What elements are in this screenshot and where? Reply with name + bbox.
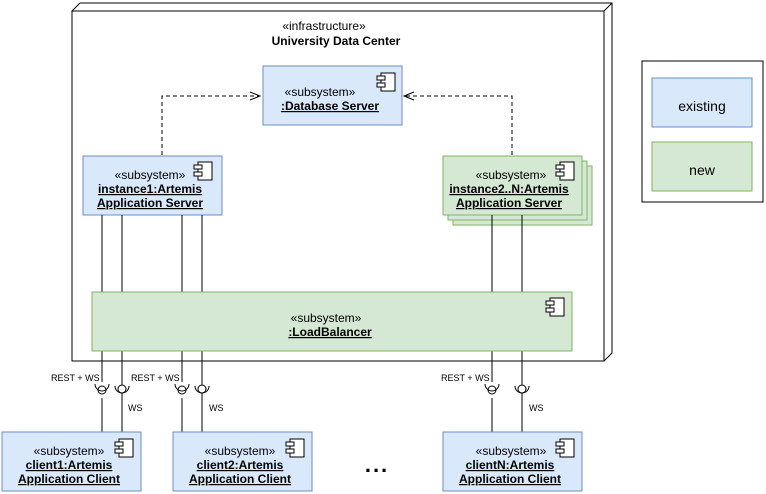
- clientN[interactable]: «subsystem» clientN:Artemis Application …: [442, 431, 583, 492]
- interface-symbols: [94, 383, 530, 395]
- instance2-server[interactable]: «subsystem» instance2..N:Artemis Applica…: [442, 155, 593, 226]
- client2-name-line2: Application Client: [189, 472, 291, 486]
- client2-name-line1: client2:Artemis: [197, 458, 284, 472]
- instance2-name-line1: instance2..N:Artemis: [449, 182, 569, 196]
- client2[interactable]: «subsystem» client2:Artemis Application …: [172, 431, 313, 492]
- instance1-server[interactable]: «subsystem» instance1:Artemis Applicatio…: [82, 155, 223, 216]
- client1-name-line1: client1:Artemis: [26, 458, 113, 472]
- client1-stereotype: «subsystem»: [34, 444, 105, 458]
- database-server[interactable]: «subsystem» :Database Server: [262, 65, 403, 126]
- legend-new-label: new: [689, 162, 716, 178]
- legend-existing-label: existing: [678, 98, 725, 114]
- loadbalancer-stereotype: «subsystem»: [291, 311, 362, 325]
- ws-label-client2: WS: [209, 403, 224, 413]
- client2-stereotype: «subsystem»: [205, 444, 276, 458]
- legend-swatch-existing: [651, 77, 753, 128]
- infrastructure-stereotype: «infrastructure»: [282, 19, 366, 33]
- loadbalancer-name: :LoadBalancer: [288, 325, 372, 339]
- clientN-name-line1: clientN:Artemis: [466, 458, 555, 472]
- database-stereotype: «subsystem»: [285, 85, 356, 99]
- instance1-name-line2: Application Server: [97, 196, 203, 210]
- instance1-name-line1: instance1:Artemis: [98, 182, 202, 196]
- load-balancer[interactable]: «subsystem» :LoadBalancer: [91, 291, 573, 352]
- ellipsis: ...: [365, 452, 389, 477]
- rest-ws-label-clientN: REST + WS: [441, 373, 490, 383]
- client1[interactable]: «subsystem» client1:Artemis Application …: [1, 431, 142, 492]
- instance2-stereotype: «subsystem»: [476, 168, 547, 182]
- clientN-stereotype: «subsystem»: [476, 444, 547, 458]
- instance2-name-line2: Application Server: [456, 196, 562, 210]
- infrastructure-name: University Data Center: [272, 34, 401, 48]
- clientN-name-line2: Application Client: [459, 472, 561, 486]
- rest-ws-label-client2: REST + WS: [131, 373, 180, 383]
- ws-label-client1: WS: [128, 403, 143, 413]
- client1-name-line2: Application Client: [18, 472, 120, 486]
- rest-ws-label-client1: REST + WS: [51, 373, 100, 383]
- ws-label-clientN: WS: [529, 403, 544, 413]
- dependency-arrow-instance1: [161, 96, 260, 155]
- instance1-stereotype: «subsystem»: [115, 168, 186, 182]
- legend: existing new: [641, 60, 764, 203]
- interface-labels: REST + WS WS REST + WS WS REST + WS WS: [51, 373, 544, 413]
- database-name: :Database Server: [281, 99, 379, 113]
- legend-swatch-new: [651, 141, 753, 192]
- dependency-arrow-instance2: [404, 96, 513, 155]
- connector-lines: [101, 215, 523, 432]
- dependency-arrows: [161, 96, 513, 155]
